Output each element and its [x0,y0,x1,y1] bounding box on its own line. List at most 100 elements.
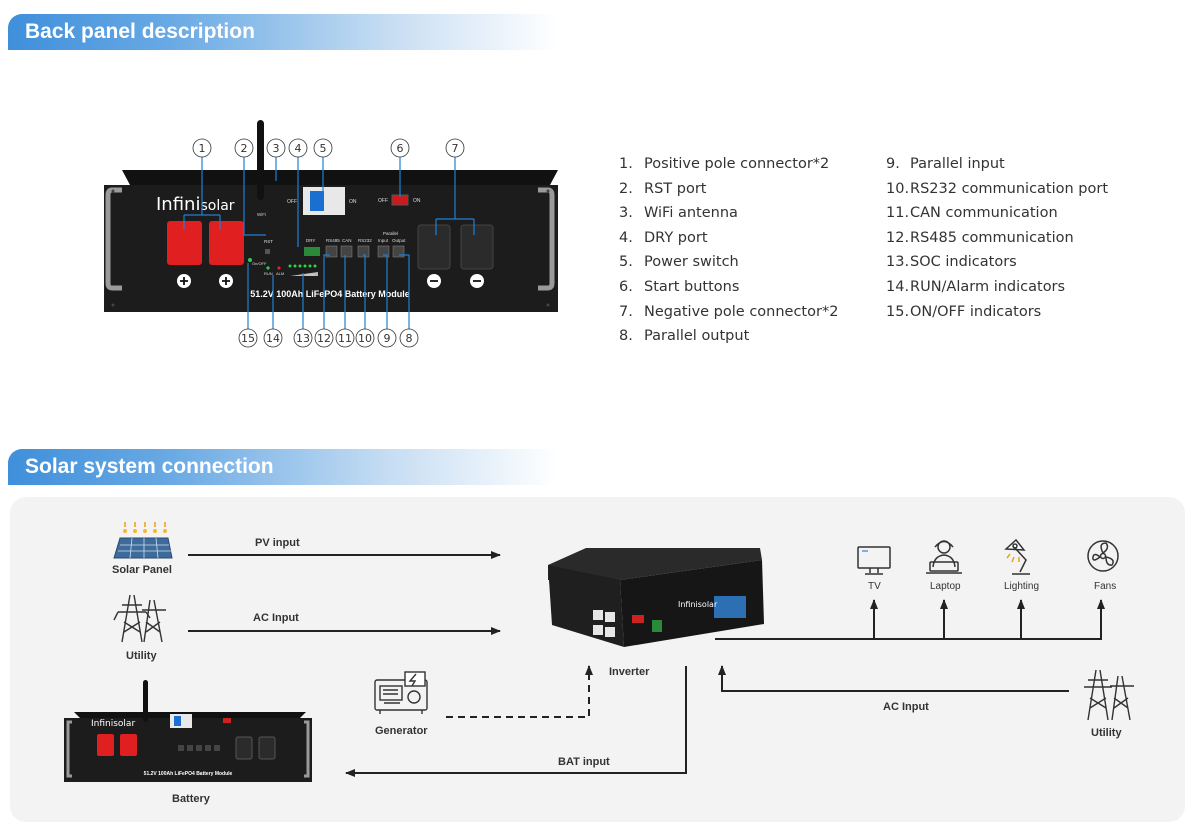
positive-terminal [167,221,202,265]
svg-text:Infinisolar: Infinisolar [678,600,718,609]
fans-label: Fans [1094,581,1117,592]
callout-1: 1 [199,142,206,155]
svg-text:Infinisolar: Infinisolar [91,719,135,729]
callout-8: 8 [406,332,413,345]
battery-lid [122,170,558,185]
brand-logo: Infinisolar [156,194,235,215]
wifi-antenna [257,120,264,200]
negative-terminal [417,224,451,270]
callout-13: 13 [296,332,310,345]
onoff-label: On/OFF [252,261,267,266]
callout-3: 3 [273,142,280,155]
fan-icon [1087,540,1119,572]
ac-input-arrow-right [718,665,1069,692]
power-switch-toggle [310,191,324,211]
tv-label: TV [868,581,881,592]
power-switch-on-label: ON [349,199,357,205]
utility-tower-icon [113,594,166,643]
parallel-input-label: Input [378,238,389,243]
legend-item: 12.RS485 communication [886,229,1074,246]
battery-module-icon: Infinisolar 51.2V 100Ah LiFePO4 Battery … [64,680,312,782]
generator-icon [374,671,428,714]
soc-label: SOC [306,272,315,277]
rst-label: RST [264,239,273,244]
alarm-indicator [277,266,281,270]
lighting-label: Lighting [1004,581,1040,592]
callout-12: 12 [317,332,331,345]
legend-item: 11.CAN communication [886,205,1058,222]
utility-label-left: Utility [126,650,157,662]
positive-terminal [209,221,244,265]
callout-4: 4 [295,142,302,155]
can-label: CAN [342,238,352,243]
legend-item: 13.SOC indicators [886,254,1017,271]
callout-2: 2 [241,142,248,155]
tv-icon [857,546,891,575]
soc-indicators [288,264,317,268]
power-switch-off-label: OFF [287,199,297,205]
run-indicator [266,266,270,270]
inverter-label: Inverter [609,666,650,678]
callout-15: 15 [241,332,255,345]
bat-input-label: BAT input [558,756,610,768]
rs485-label: RS485 [326,238,340,243]
bat-input-arrow [345,666,687,777]
section-title: Back panel description [25,20,255,43]
rst-port [265,249,270,254]
lighting-icon [1004,538,1030,575]
legend-item: 1.Positive pole connector*2 [619,156,830,172]
start-on-label: ON [413,198,421,204]
generator-label: Generator [375,725,428,737]
inverter-device: Infinisolar [548,548,764,647]
callout-14: 14 [266,332,280,345]
legend-item: 9.Parallel input [886,156,1005,172]
laptop-label: Laptop [930,581,961,592]
can-port [340,245,353,258]
negative-terminal [460,224,494,270]
parallel-output-label: Output [392,238,406,243]
ac-input-label-left: AC Input [253,612,299,624]
run-label: RUN [264,271,273,276]
load-bus-line [715,600,1102,640]
right-handle [538,187,555,291]
legend-left-column: 1.Positive pole connector*2 2.RST port 3… [619,156,838,353]
parallel-label: Parallel [383,231,398,236]
callout-10: 10 [358,332,372,345]
legend-item: 8.Parallel output [619,328,750,345]
callout-5: 5 [320,142,327,155]
dry-port [304,247,320,256]
legend-item: 10.RS232 communication port [886,180,1109,197]
legend-item: 2.RST port [619,180,707,197]
rs232-label: RS232 [358,238,372,243]
wifi-label: WiFi [257,212,266,217]
callout-7: 7 [452,142,459,155]
utility-tower-icon [1084,669,1134,721]
onoff-indicator [248,258,252,262]
start-off-label: OFF [378,198,388,204]
callout-11: 11 [338,332,352,345]
legend-item: 7.Negative pole connector*2 [619,303,839,320]
left-handle [105,187,122,291]
svg-text:51.2V 100Ah LiFePO4 Battery Mo: 51.2V 100Ah LiFePO4 Battery Module [144,771,233,777]
generator-arrow [446,665,593,718]
section-header-solar-connection: Solar system connection [8,449,558,485]
battery-model-label: 51.2V 100Ah LiFePO4 Battery Module [250,289,410,299]
alm-label: ALM [276,271,284,276]
legend-item: 3.WiFi antenna [619,205,738,222]
section-title: Solar system connection [25,455,274,478]
solar-panel-label: Solar Panel [112,564,172,576]
ac-input-label-right: AC Input [883,701,929,713]
legend-right-column: 9.Parallel input 10.RS232 communication … [886,156,1108,328]
rs232-port [357,245,370,258]
rs485-port [325,245,338,258]
parallel-input-port [377,245,390,258]
section-header-back-panel: Back panel description [8,14,558,50]
callout-9: 9 [384,332,391,345]
parallel-output-port [392,245,405,258]
battery-back-panel-diagram: Infinisolar WiFi OFF ON OFF ON RST DRY R… [104,120,558,348]
legend-item: 15.ON/OFF indicators [886,303,1042,320]
legend-item: 5.Power switch [619,254,739,271]
laptop-icon [926,540,962,574]
callout-6: 6 [397,142,404,155]
